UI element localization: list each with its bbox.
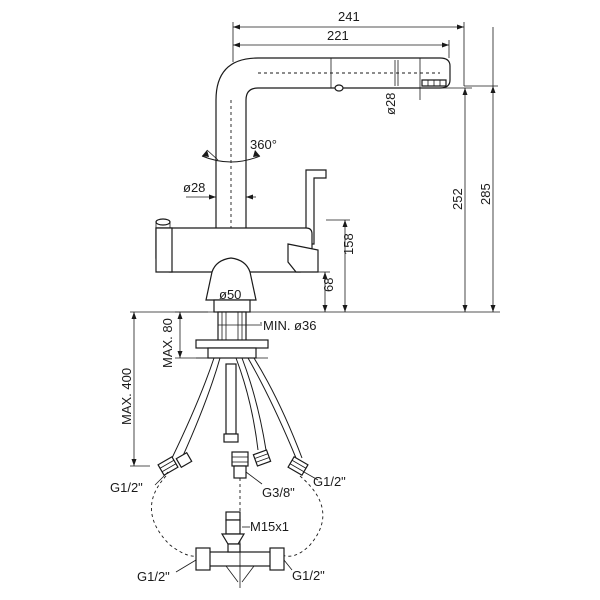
- dimension-base-diameter: ø50: [219, 287, 241, 302]
- hose-fitting-center: [231, 451, 249, 479]
- svg-text:360°: 360°: [250, 137, 277, 152]
- label-center-hose: G3/8": [245, 471, 295, 500]
- svg-text:285: 285: [478, 183, 493, 205]
- dimension-spout-diameter: ø28: [383, 58, 472, 115]
- dimension-221: 221: [233, 28, 450, 58]
- svg-text:ø28: ø28: [383, 93, 398, 115]
- tap-body: [155, 218, 319, 301]
- svg-text:M15x1: M15x1: [250, 519, 289, 534]
- rotation-arrow-icon: 360°: [201, 137, 277, 163]
- svg-text:158: 158: [341, 233, 356, 255]
- dimension-min-hole: MIN. ø36: [218, 318, 316, 333]
- svg-text:221: 221: [327, 28, 349, 43]
- svg-text:241: 241: [338, 9, 360, 24]
- dimension-max-400: MAX. 400: [119, 312, 150, 467]
- label-tee-left: G1/2": [137, 559, 197, 584]
- label-left-hose: G1/2": [110, 471, 169, 495]
- hoses: [171, 357, 303, 459]
- hose-fitting-right-2: [287, 455, 309, 477]
- dimension-158: 158: [326, 219, 356, 312]
- svg-text:G1/2": G1/2": [110, 480, 143, 495]
- svg-text:G3/8": G3/8": [262, 485, 295, 500]
- dimension-252: 252: [450, 88, 468, 312]
- svg-text:MIN. ø36: MIN. ø36: [263, 318, 316, 333]
- label-tee-thread: M15x1: [242, 519, 289, 534]
- dimension-285: 285: [464, 27, 498, 312]
- dimension-column-diameter: ø28: [183, 180, 256, 200]
- svg-text:68: 68: [321, 278, 336, 292]
- svg-text:MAX. 400: MAX. 400: [119, 368, 134, 425]
- svg-text:G1/2": G1/2": [137, 569, 170, 584]
- tee-fitting: [195, 511, 285, 588]
- spout: [215, 57, 451, 231]
- svg-text:ø50: ø50: [219, 287, 241, 302]
- svg-text:MAX. 80: MAX. 80: [160, 318, 175, 368]
- connection-dashes: [151, 475, 324, 557]
- deck-mount: [195, 299, 269, 359]
- dimension-241: 241: [232, 9, 465, 86]
- svg-text:ø28: ø28: [183, 180, 205, 195]
- label-right-hose: G1/2": [303, 471, 346, 489]
- svg-text:G1/2": G1/2": [313, 474, 346, 489]
- label-tee-right: G1/2": [283, 559, 325, 583]
- svg-text:G1/2": G1/2": [292, 568, 325, 583]
- hose-fitting-left: [157, 451, 193, 477]
- dimension-max-80: MAX. 80: [160, 311, 208, 368]
- svg-text:252: 252: [450, 188, 465, 210]
- hose-fitting-right-1: [252, 449, 272, 467]
- dimension-68: 68: [312, 271, 336, 312]
